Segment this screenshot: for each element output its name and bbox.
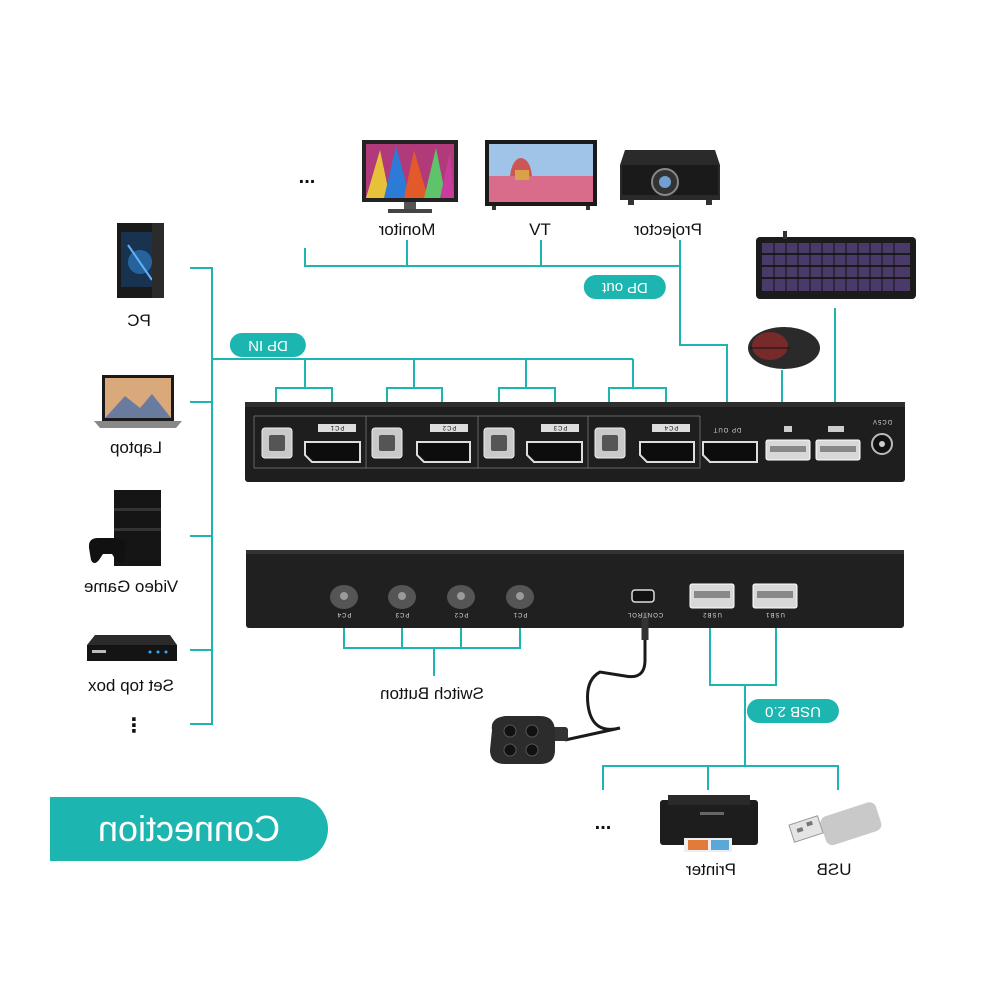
connection-title: Connection [97, 808, 281, 849]
kvm-rear-panel [245, 402, 905, 482]
laptop-label: Laptop [110, 438, 162, 457]
rear-port-label-pc1: PC1 [329, 424, 345, 430]
rear-port-label-dp-out: DP OUT [712, 426, 742, 432]
laptop-icon [94, 375, 182, 428]
control-port [631, 589, 655, 603]
usb-drive-icon [788, 802, 882, 846]
front-usb1-label: USB1 [765, 611, 785, 617]
connection-banner [50, 797, 328, 861]
usb-label: USB [816, 860, 852, 879]
rear-port-label-pc2: PC2 [441, 424, 457, 430]
switch-button-label: Switch Button [380, 684, 484, 703]
set-top-box-label: Set top box [87, 676, 175, 695]
displays-more-ellipsis: ... [298, 166, 316, 188]
monitor-label: Monitor [378, 220, 436, 239]
sources-more-ellipsis: ⋮ [124, 715, 144, 737]
tv-icon [485, 140, 597, 210]
tv-label: TV [529, 220, 551, 239]
set-top-box-icon [87, 635, 177, 661]
front-button-label-pc2: PC2 [453, 611, 469, 617]
projector-icon [620, 150, 720, 205]
printer-icon [660, 795, 758, 852]
usb-badge: USB 2.0 [747, 699, 839, 723]
dp-in-badge: DP IN [230, 333, 306, 357]
projector-label: Projector [633, 220, 703, 239]
video-game-label: Video Game [83, 577, 179, 596]
front-usb2-label: USB2 [702, 611, 722, 617]
rear-port-label-dc5v: DC5V [871, 418, 893, 424]
front-switch-buttons [330, 585, 534, 609]
front-button-label-pc1: PC1 [512, 611, 528, 617]
front-button-label-pc4: PC4 [336, 611, 352, 617]
kvm-front-panel [246, 550, 904, 628]
pc-tower-icon [117, 223, 164, 298]
rear-port-label-pc3: PC3 [552, 424, 568, 430]
wired-switch-remote-icon [490, 612, 649, 764]
connection-lines [190, 240, 839, 790]
mouse-icon [748, 327, 820, 369]
usb-more-ellipsis: ... [594, 812, 612, 834]
pc-label: PC [127, 311, 151, 330]
game-console-icon [88, 490, 161, 566]
dp-ports [304, 441, 758, 463]
rear-port-label-pc4: PC4 [663, 424, 679, 430]
printer-label: Printer [685, 860, 737, 879]
monitor-icon [362, 140, 458, 213]
front-button-label-pc3: PC3 [394, 611, 410, 617]
front-control-label: CONTROL [626, 611, 664, 617]
keyboard-icon [756, 231, 916, 299]
dp-out-badge: DP out [584, 275, 666, 299]
